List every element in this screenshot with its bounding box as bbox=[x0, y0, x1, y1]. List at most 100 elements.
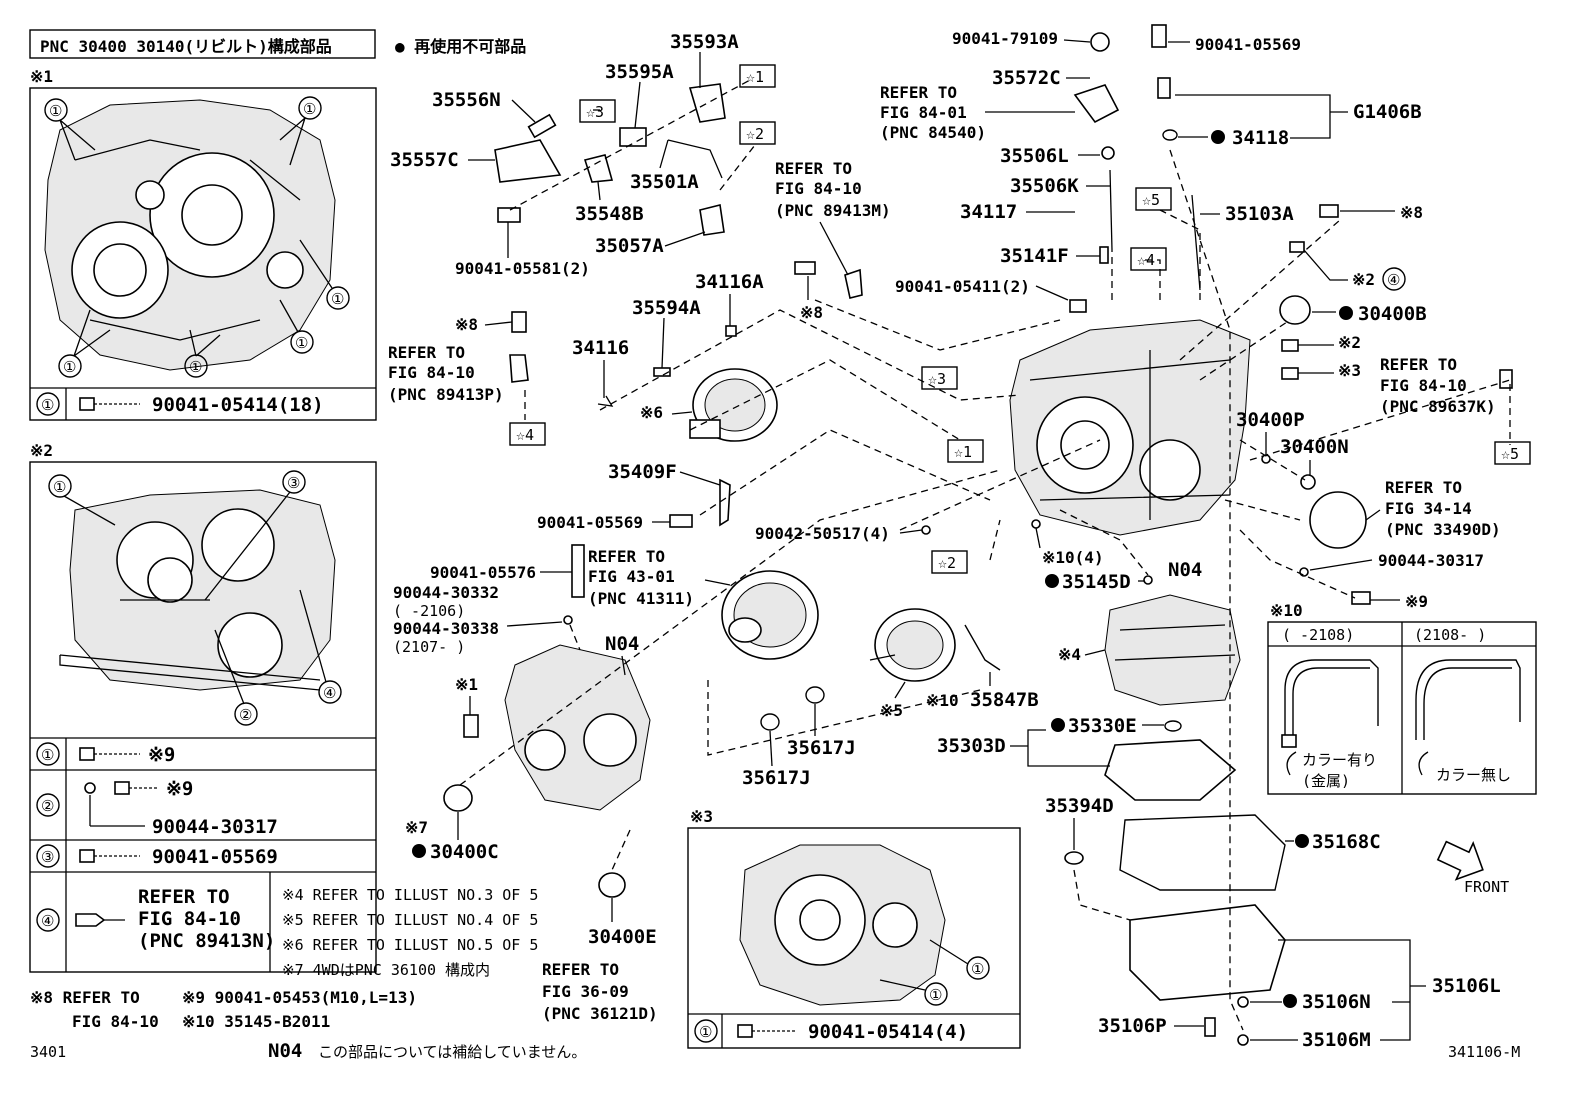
inset2-row4-refer-2: FIG 84-10 bbox=[138, 908, 241, 930]
seal-30400C bbox=[443, 784, 473, 812]
sensor-icon bbox=[75, 913, 125, 927]
inset2-row4-refer-1: REFER TO bbox=[138, 886, 230, 908]
svg-text:35501A: 35501A bbox=[630, 171, 699, 193]
inset2-frame bbox=[29, 461, 377, 973]
converter-housing bbox=[504, 644, 651, 811]
inset10-col1: ( -2108) bbox=[1282, 626, 1354, 644]
nonreuse-dot bbox=[1051, 718, 1065, 732]
o-ring-35330E bbox=[1164, 720, 1182, 732]
refer-blocks: REFER TO FIG 84-01 (PNC 84540) REFER TO … bbox=[388, 83, 1501, 608]
note-6: ※6 REFER TO ILLUST NO.5 OF 5 bbox=[282, 936, 538, 954]
inset1-row-part: 90041-05414(18) bbox=[152, 394, 324, 416]
inset2-callouts: ① ③ ② ④ bbox=[48, 470, 342, 726]
front-arrow-icon bbox=[1436, 840, 1484, 881]
svg-text:35330E: 35330E bbox=[1068, 715, 1137, 737]
svg-text:35506K: 35506K bbox=[1010, 175, 1079, 197]
pin-90042-50517 bbox=[921, 525, 931, 535]
svg-text:FIG 84-10: FIG 84-10 bbox=[775, 179, 862, 198]
pnc-header-text: PNC 30400 30140(リビルト)構成部品 bbox=[40, 37, 332, 56]
nonreuse-dot bbox=[1339, 306, 1353, 320]
svg-text:④: ④ bbox=[323, 684, 336, 702]
inset2-row4-num: ④ bbox=[41, 912, 54, 930]
svg-text:90041-05411(2): 90041-05411(2) bbox=[895, 277, 1030, 296]
svg-text:90041-05569: 90041-05569 bbox=[537, 513, 643, 532]
svg-text:35168C: 35168C bbox=[1312, 831, 1381, 853]
refer36-1: REFER TO bbox=[542, 960, 619, 979]
bolt-icon bbox=[79, 849, 140, 863]
bolt-90041-05581 bbox=[497, 207, 521, 223]
strainer-35303D bbox=[1104, 739, 1237, 801]
svg-text:※9: ※9 bbox=[1405, 592, 1428, 611]
svg-text:※4: ※4 bbox=[1058, 645, 1081, 664]
part-labels: 35593A 35595A 35556N 35557C 35501A 35548… bbox=[390, 29, 1501, 1051]
svg-text:FIG 84-10: FIG 84-10 bbox=[1380, 376, 1467, 395]
bolt-icon bbox=[737, 1024, 796, 1038]
pnc-header-box bbox=[29, 29, 376, 59]
bolt-90041-05411 bbox=[1069, 299, 1087, 313]
svg-text:90042-50517(4): 90042-50517(4) bbox=[755, 524, 890, 543]
bolt-mark1 bbox=[463, 714, 479, 738]
oil-pan-35106L bbox=[1129, 904, 1286, 1001]
svg-text:35106L: 35106L bbox=[1432, 975, 1501, 997]
svg-text:REFER TO: REFER TO bbox=[1380, 355, 1457, 374]
footnote-10: ※10 35145-B2011 bbox=[182, 1012, 330, 1031]
o-ring-34118 bbox=[1162, 129, 1178, 141]
svg-text:35556N: 35556N bbox=[432, 89, 501, 111]
svg-text:(2107- ): (2107- ) bbox=[393, 638, 465, 656]
svg-text:90041-79109: 90041-79109 bbox=[952, 29, 1058, 48]
nut-90041-79109 bbox=[1090, 32, 1110, 52]
svg-text:※2: ※2 bbox=[1352, 270, 1375, 289]
svg-text:30400E: 30400E bbox=[588, 926, 657, 948]
svg-text:35595A: 35595A bbox=[605, 61, 674, 83]
inset1-frame bbox=[29, 87, 377, 421]
inset2-row2-num: ② bbox=[41, 797, 54, 815]
svg-text:90044-30338: 90044-30338 bbox=[393, 619, 499, 638]
svg-text:35617J: 35617J bbox=[787, 737, 856, 759]
o-ring-35617J-a bbox=[760, 713, 780, 731]
svg-text:34118: 34118 bbox=[1232, 127, 1289, 149]
gasket-90044 bbox=[563, 615, 573, 625]
bracket-35593A bbox=[688, 83, 726, 123]
inset1-callouts: ① ① ① ① ① ① bbox=[44, 96, 350, 378]
svg-text:30400P: 30400P bbox=[1236, 409, 1305, 431]
svg-text:35141F: 35141F bbox=[1000, 245, 1069, 267]
svg-text:※5: ※5 bbox=[880, 701, 903, 720]
svg-text:35847B: 35847B bbox=[970, 689, 1039, 711]
valve-body-4 bbox=[1104, 594, 1241, 706]
svg-text:☆3: ☆3 bbox=[928, 370, 946, 388]
svg-text:①: ① bbox=[295, 334, 308, 352]
inset1-case-drawing bbox=[44, 99, 336, 371]
svg-text:☆5: ☆5 bbox=[1142, 191, 1160, 209]
dipstick-35103A bbox=[1191, 194, 1201, 291]
note-7: ※7 4WDはPNC 36100 構成内 bbox=[282, 961, 490, 979]
assembly-dashed-lines bbox=[459, 79, 1511, 1031]
bolt-90041-05569-a bbox=[669, 514, 693, 528]
svg-text:※7: ※7 bbox=[405, 818, 428, 837]
gasket-35145D bbox=[1143, 575, 1153, 585]
inset1-mark: ※1 bbox=[30, 67, 53, 86]
svg-text:35103A: 35103A bbox=[1225, 203, 1294, 225]
n04-note-code: N04 bbox=[268, 1040, 302, 1062]
gear-assy-6 bbox=[689, 368, 778, 442]
inset2-row2-sub: 90044-30317 bbox=[152, 816, 278, 838]
svg-text:(PNC 89637K): (PNC 89637K) bbox=[1380, 397, 1496, 416]
svg-text:35394D: 35394D bbox=[1045, 795, 1114, 817]
svg-text:①: ① bbox=[303, 100, 316, 118]
svg-text:REFER TO: REFER TO bbox=[588, 547, 665, 566]
svg-text:35617J: 35617J bbox=[742, 767, 811, 789]
svg-text:※1: ※1 bbox=[455, 675, 478, 694]
pin-35141F bbox=[1099, 246, 1109, 264]
clip-35057A bbox=[699, 204, 725, 236]
svg-text:30400N: 30400N bbox=[1280, 436, 1349, 458]
nonreuse-dot bbox=[1045, 574, 1059, 588]
svg-text:☆1: ☆1 bbox=[954, 443, 972, 461]
svg-text:※3: ※3 bbox=[1338, 361, 1361, 380]
inset10-cap2: カラー無し bbox=[1436, 766, 1511, 784]
svg-text:35303D: 35303D bbox=[937, 735, 1006, 757]
svg-text:90041-05576: 90041-05576 bbox=[430, 563, 536, 582]
svg-text:90044-30332: 90044-30332 bbox=[393, 583, 499, 602]
washer-bolt-icon bbox=[84, 781, 158, 827]
bolt-icon bbox=[79, 747, 140, 761]
gasket-35106N bbox=[1237, 996, 1249, 1008]
